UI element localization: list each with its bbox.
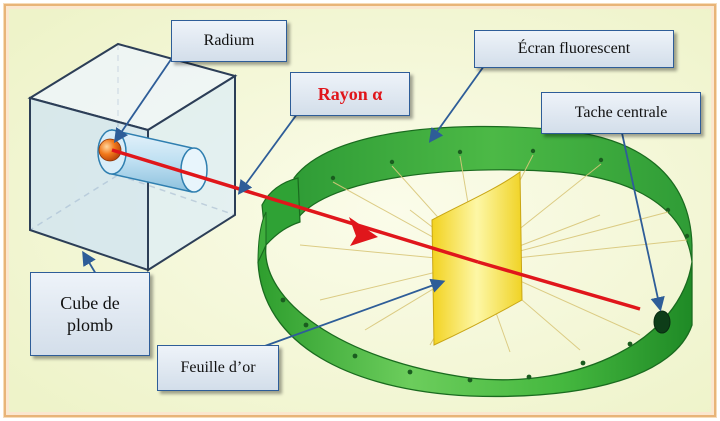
- arrow-rayon: [237, 109, 301, 195]
- screen-front-band: [257, 244, 693, 398]
- fluorescent-screen: [261, 125, 693, 263]
- central-spot: [653, 310, 671, 334]
- arrow-ecran: [428, 65, 485, 143]
- gold-foil: [431, 171, 523, 346]
- arrow-feuille: [261, 278, 446, 348]
- lead-tube: [97, 129, 208, 193]
- arrow-radium: [113, 57, 173, 143]
- arrow-cube: [82, 250, 97, 275]
- screen-left-flap: [261, 177, 301, 247]
- radium-source: [98, 138, 122, 162]
- beam-arrowhead: [349, 217, 378, 246]
- label-radium: Radium: [171, 20, 287, 62]
- label-cube-de-plomb: Cube de plomb: [30, 272, 150, 356]
- label-ecran-fluorescent: Écran fluorescent: [474, 30, 674, 68]
- label-rayon-alpha: Rayon α: [290, 72, 410, 116]
- label-feuille-or: Feuille d’or: [157, 345, 279, 391]
- arrow-tache: [621, 132, 665, 312]
- alpha-beam: [111, 148, 641, 311]
- pointer-arrows: [82, 57, 665, 348]
- label-tache-centrale: Tache centrale: [541, 92, 701, 134]
- fluorescent-screen-front: [257, 211, 693, 398]
